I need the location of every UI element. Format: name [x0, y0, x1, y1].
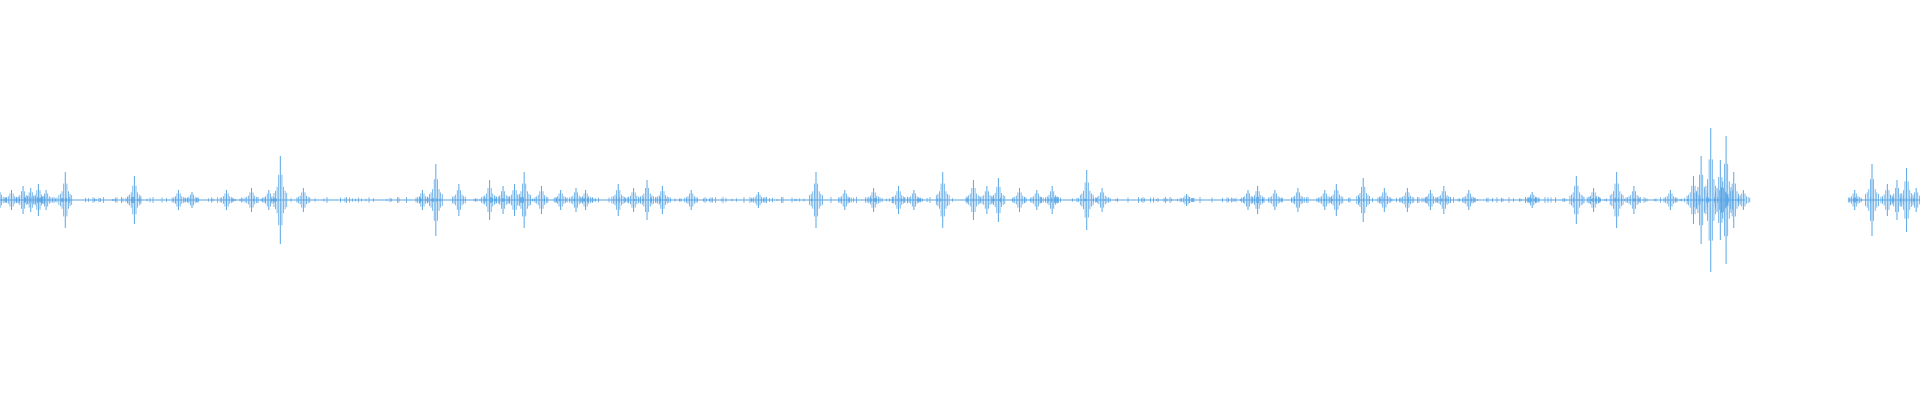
waveform-peaks-group	[0, 128, 1920, 272]
